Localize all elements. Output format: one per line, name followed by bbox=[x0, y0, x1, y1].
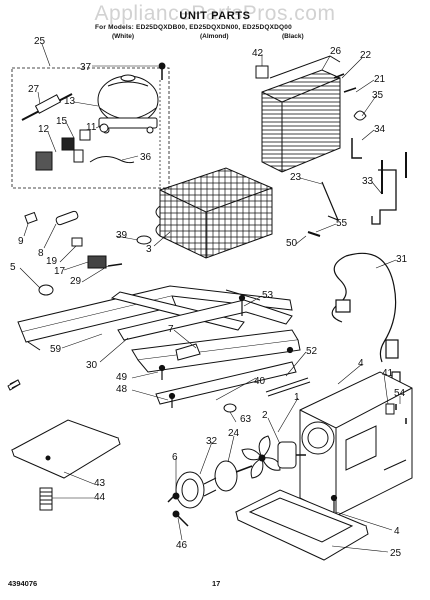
callout-label: 4 bbox=[394, 526, 400, 537]
callout-label: 13 bbox=[64, 96, 76, 107]
callout-label: 31 bbox=[396, 254, 408, 265]
model-list: For Models: ED25DQXDB00, ED25DQXDN00, ED… bbox=[95, 24, 292, 31]
callout-label: 7 bbox=[168, 324, 174, 335]
fan-motor-2 bbox=[277, 441, 306, 469]
fan-bracket bbox=[299, 371, 413, 517]
callout-labels: 25 37 27 13 15 12 11 36 42 26 22 21 35 3… bbox=[10, 36, 408, 559]
cover-panel-43 bbox=[10, 419, 121, 479]
callout-label: 41 bbox=[382, 368, 394, 379]
callout-label: 11 bbox=[86, 122, 97, 133]
callout-label: 19 bbox=[46, 256, 58, 267]
callout-label: 52 bbox=[306, 346, 318, 357]
callout-label: 15 bbox=[56, 116, 68, 127]
callout-label: 50 bbox=[286, 238, 298, 249]
compressor-group-box bbox=[11, 67, 170, 189]
callout-label: 49 bbox=[116, 372, 128, 383]
callout-label: 40 bbox=[254, 376, 266, 387]
page-title: UNIT PARTS bbox=[179, 10, 251, 22]
condenser-hardware bbox=[255, 65, 407, 237]
callout-label: 21 bbox=[374, 74, 386, 85]
compressor bbox=[97, 74, 159, 134]
spring-44 bbox=[39, 487, 53, 511]
unit-frame bbox=[17, 285, 301, 405]
variant-almond: (Almond) bbox=[200, 33, 229, 40]
callout-label: 53 bbox=[262, 290, 274, 301]
variant-white: (White) bbox=[112, 33, 135, 40]
variant-black: (Black) bbox=[282, 33, 304, 40]
callout-label: 48 bbox=[116, 384, 128, 395]
callout-label: 35 bbox=[372, 90, 384, 101]
spring-59 bbox=[7, 379, 21, 391]
callout-label: 36 bbox=[140, 152, 152, 163]
callout-label: 17 bbox=[54, 266, 66, 277]
callout-label: 55 bbox=[336, 218, 348, 229]
compressor-small-parts bbox=[35, 123, 135, 171]
callout-label: 2 bbox=[262, 410, 268, 421]
drain-tube-52 bbox=[265, 377, 311, 397]
callout-label: 44 bbox=[94, 492, 106, 503]
callout-label: 42 bbox=[252, 48, 264, 59]
callout-label: 54 bbox=[394, 388, 406, 399]
callout-label: 63 bbox=[240, 414, 252, 425]
callout-label: 59 bbox=[50, 344, 62, 355]
grommet-39 bbox=[136, 235, 152, 245]
evaporator-fan-motor bbox=[167, 460, 253, 509]
callout-label: 3 bbox=[146, 244, 152, 255]
fan-blade bbox=[241, 435, 281, 479]
callout-label: 29 bbox=[70, 276, 82, 287]
callout-label: 27 bbox=[28, 84, 40, 95]
callout-label: 30 bbox=[86, 360, 98, 371]
callout-label: 32 bbox=[206, 436, 218, 447]
leader-lines bbox=[19, 43, 401, 553]
washer-63 bbox=[223, 403, 237, 413]
callout-label: 12 bbox=[38, 124, 50, 135]
drain-pan-25 bbox=[234, 489, 369, 561]
callout-label: 33 bbox=[362, 176, 374, 187]
callout-label: 46 bbox=[176, 540, 188, 551]
callout-label: 6 bbox=[172, 452, 178, 463]
callout-label: 25 bbox=[34, 36, 46, 47]
callout-label: 8 bbox=[38, 248, 44, 259]
callout-label: 39 bbox=[116, 230, 128, 241]
callout-label: 34 bbox=[374, 124, 386, 135]
page-number: 17 bbox=[212, 579, 221, 588]
callout-label: 26 bbox=[330, 46, 342, 57]
dryer-filter bbox=[21, 93, 73, 121]
callout-label: 4 bbox=[358, 358, 364, 369]
callout-label: 37 bbox=[80, 62, 92, 73]
callout-label: 24 bbox=[228, 428, 240, 439]
callout-label: 5 bbox=[10, 262, 16, 273]
evaporator-coil bbox=[155, 167, 273, 259]
document-number: 4394076 bbox=[8, 579, 38, 588]
callout-label: 23 bbox=[290, 172, 302, 183]
callout-label: 9 bbox=[18, 236, 24, 247]
callout-label: 43 bbox=[94, 478, 106, 489]
callout-label: 22 bbox=[360, 50, 372, 61]
wire-harness bbox=[331, 252, 401, 383]
condenser-coil bbox=[261, 55, 341, 173]
frame-screws bbox=[158, 294, 294, 408]
callout-label: 25 bbox=[390, 548, 402, 559]
motor-screws bbox=[172, 492, 189, 527]
callout-label: 1 bbox=[294, 392, 300, 403]
pan-screw bbox=[330, 494, 338, 512]
